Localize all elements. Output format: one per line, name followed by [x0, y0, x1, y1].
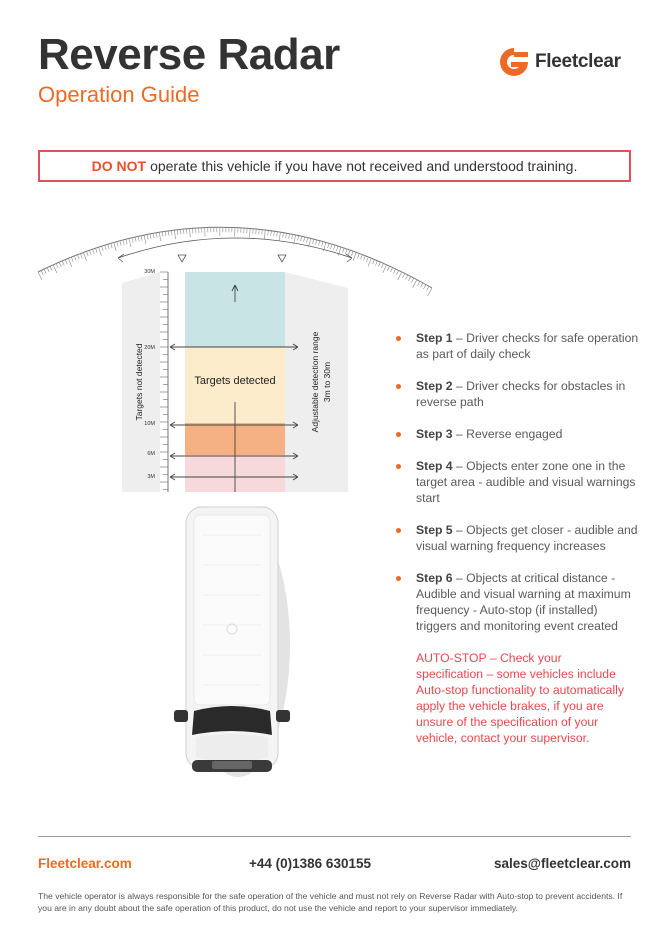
scale-label-6m: 6M: [147, 451, 155, 457]
footer-disclaimer: The vehicle operator is always responsib…: [38, 891, 623, 913]
fleetclear-logo-icon: [500, 48, 528, 76]
bullet-icon: [396, 336, 401, 341]
right-side-label-line2: 3m to 30m: [322, 362, 332, 402]
training-warning: DO NOT operate this vehicle if you have …: [38, 150, 631, 182]
step-list: Step 1 – Driver checks for safe operatio…: [396, 330, 641, 746]
step-item: Step 6 – Objects at critical distance - …: [396, 570, 641, 634]
right-side-label-line1: Adjustable detection range: [310, 331, 320, 432]
ruler-ticks: [160, 271, 168, 490]
step-item: Step 4 – Objects enter zone one in the t…: [396, 458, 641, 506]
page-title: Reverse Radar: [38, 30, 340, 79]
bullet-icon: [396, 384, 401, 389]
footer-website-link[interactable]: Fleetclear.com: [38, 856, 132, 871]
footer-phone[interactable]: +44 (0)1386 630155: [249, 856, 371, 871]
van-top-view-icon: [174, 506, 290, 777]
arc-ticks: [37, 227, 433, 296]
step-item: Step 5 – Objects get closer - audible an…: [396, 522, 641, 554]
side-panel-left: [122, 272, 160, 492]
bullet-icon: [396, 464, 401, 469]
warning-text: operate this vehicle if you have not rec…: [150, 158, 578, 174]
footer-divider: [38, 836, 631, 837]
marker-right-icon: [277, 254, 287, 263]
step-item: Step 1 – Driver checks for safe operatio…: [396, 330, 641, 362]
step-item: Step 3 – Reverse engaged: [396, 426, 641, 442]
autostop-note: AUTO-STOP – Check your specification – s…: [416, 651, 624, 745]
scale-label-3m: 3M: [147, 474, 155, 480]
bullet-icon: [396, 528, 401, 533]
scale-label-30m: 30M: [144, 269, 155, 275]
side-panel-right: [285, 272, 348, 492]
footer-email-link[interactable]: sales@fleetclear.com: [494, 856, 631, 871]
center-label: Targets detected: [194, 375, 275, 387]
brand-name: Fleetclear: [535, 51, 621, 72]
arc-scale: [37, 226, 433, 296]
zone-arrows: [169, 284, 299, 492]
scale-label-20m: 20M: [144, 345, 155, 351]
left-side-label: Targets not detected: [134, 343, 144, 420]
warning-highlight: DO NOT: [91, 158, 147, 174]
scale-label-10m: 10M: [144, 421, 155, 427]
brand: Fleetclear: [498, 46, 621, 78]
bullet-icon: [396, 576, 401, 581]
step-item: Step 2 – Driver checks for obstacles in …: [396, 378, 641, 410]
radar-diagram: 30M 20M 10M 6M 3M Targets detected Targe…: [37, 226, 433, 492]
page-subtitle: Operation Guide: [38, 82, 200, 107]
marker-left-icon: [177, 254, 187, 263]
bullet-icon: [396, 432, 401, 437]
zone-far: [185, 272, 285, 347]
